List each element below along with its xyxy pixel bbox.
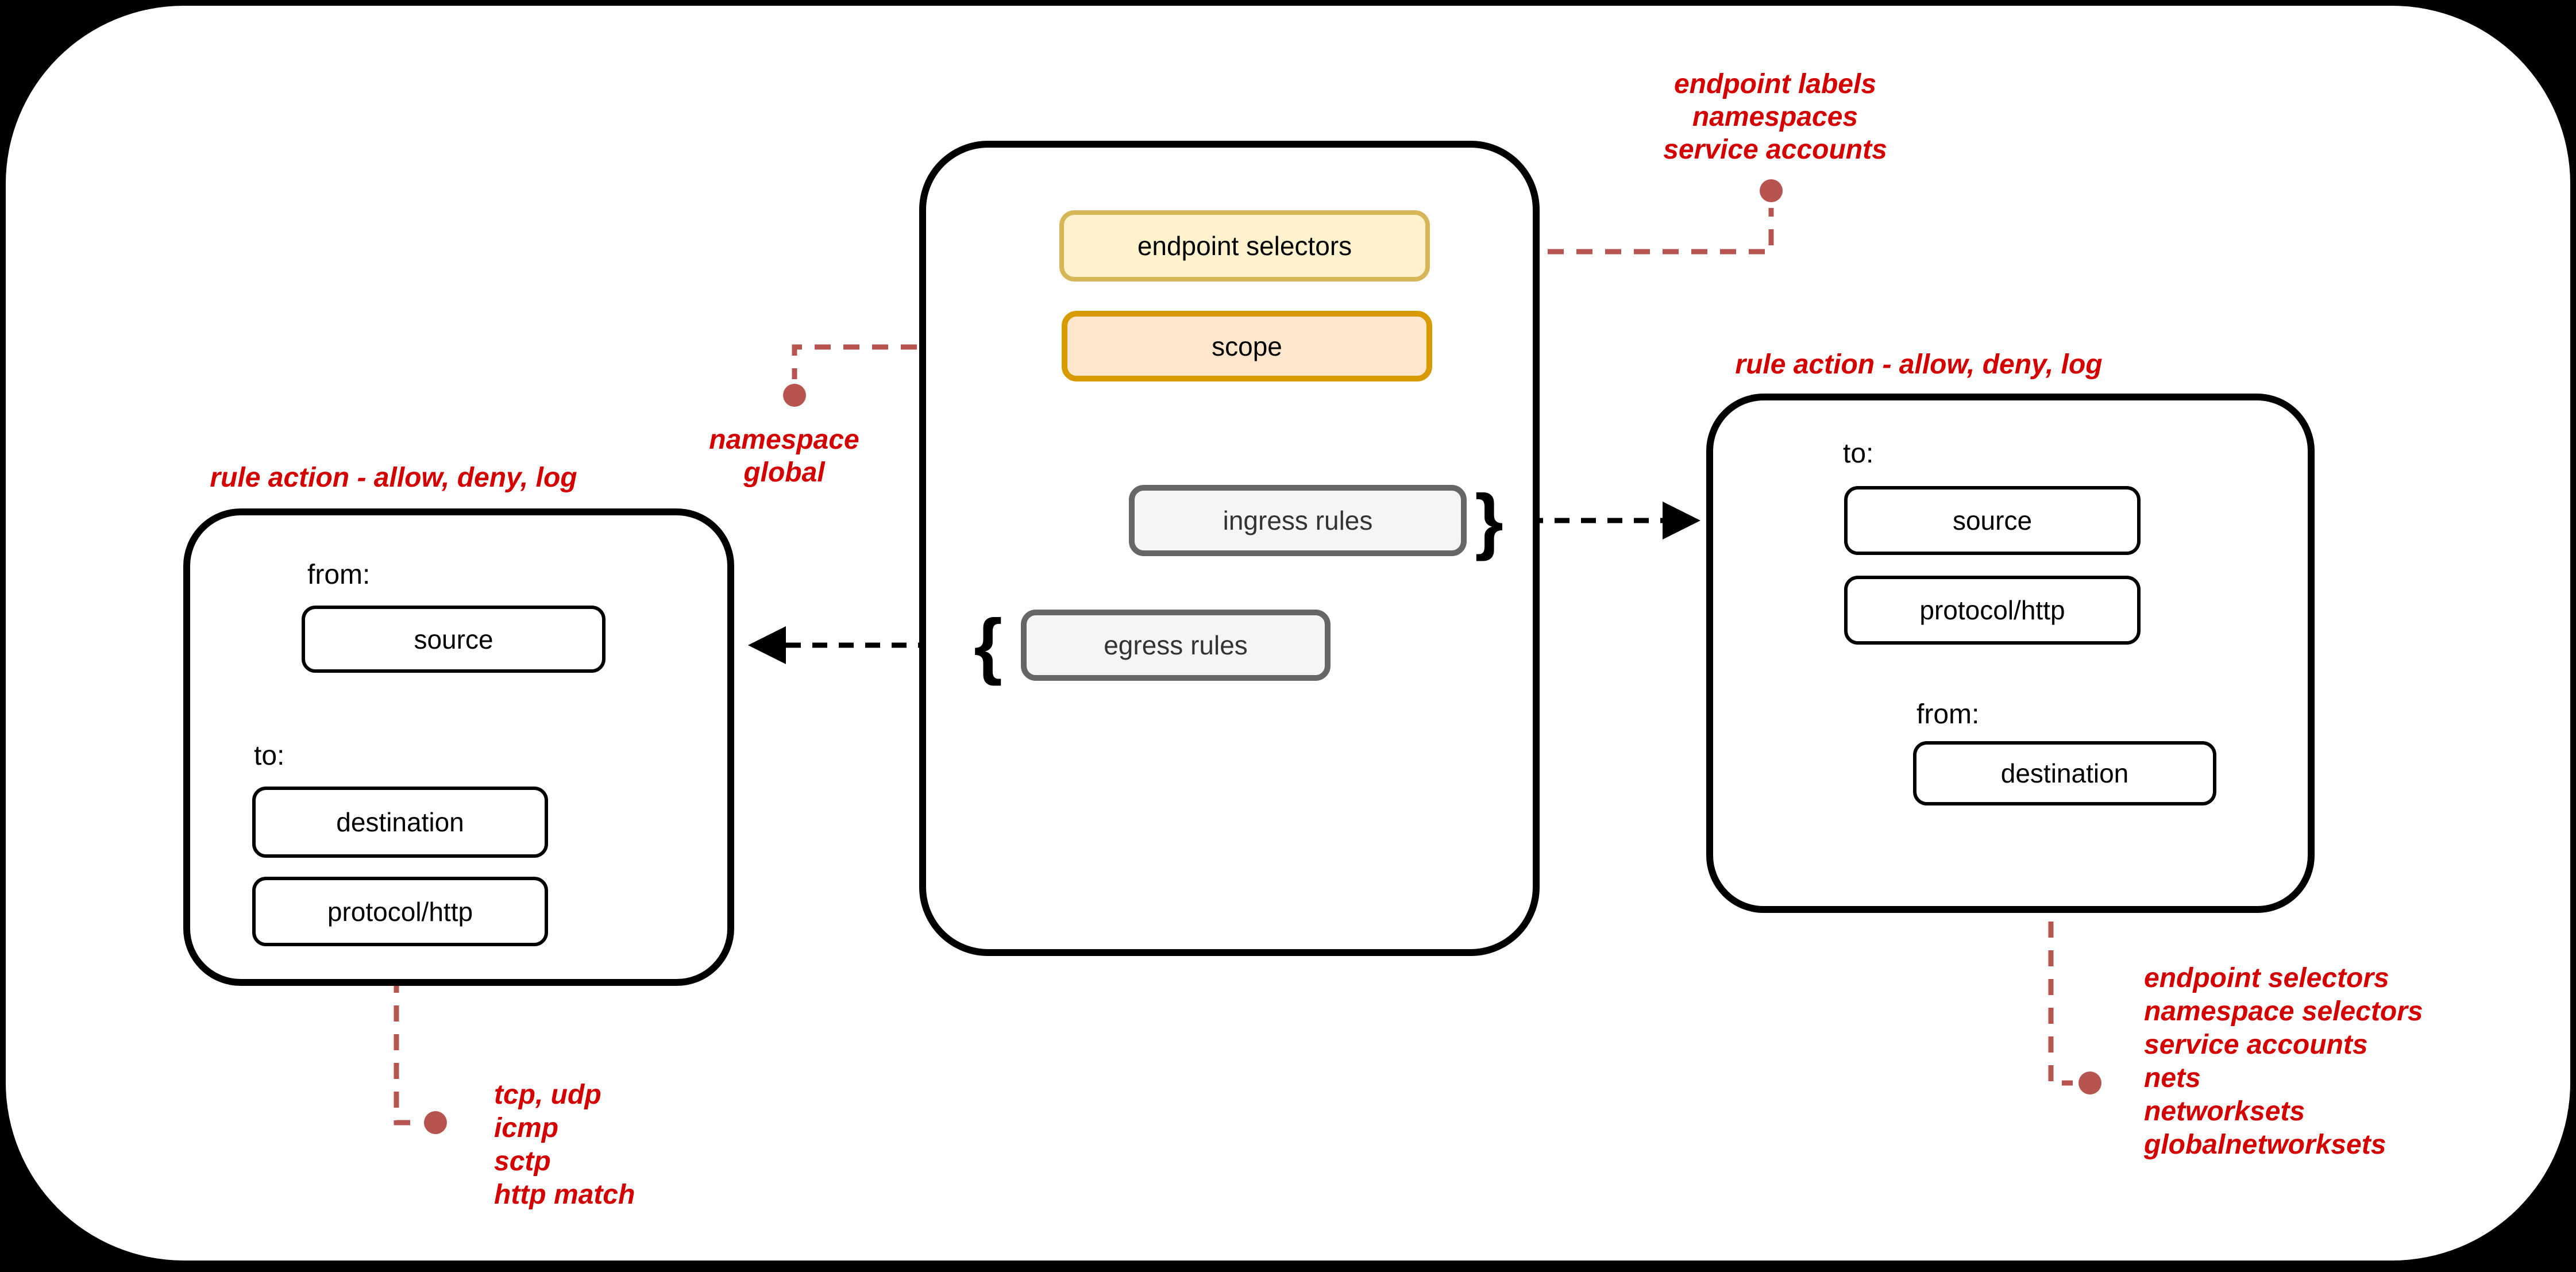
- egress-source-label: source: [414, 624, 493, 654]
- note-line: namespaces: [1692, 102, 1858, 132]
- scope-options-note: namespace global: [641, 423, 928, 489]
- ingress-to-label: to:: [1843, 438, 1874, 469]
- egress-protocol-box: protocol/http: [252, 877, 548, 946]
- ingress-source-box: source: [1844, 486, 2141, 555]
- peer-options-note: endpoint selectors namespace selectors s…: [2144, 962, 2423, 1162]
- rule-action-note-left: rule action - allow, deny, log: [210, 462, 577, 493]
- egress-brace: {: [974, 604, 1002, 687]
- note-line: globalnetworksets: [2144, 1130, 2386, 1160]
- ingress-protocol-box: protocol/http: [1844, 576, 2141, 645]
- network-policy-diagram: endpoint selectors scope ingress rules e…: [6, 6, 2570, 1261]
- egress-destination-box: destination: [252, 787, 548, 858]
- ingress-source-label: source: [1952, 506, 2033, 535]
- diagram-canvas: endpoint selectors scope ingress rules e…: [6, 6, 2570, 1261]
- note-line: nets: [2144, 1063, 2201, 1093]
- connector-dot: [424, 1111, 447, 1134]
- egress-rules-chip: egress rules: [1021, 610, 1331, 681]
- protocol-options-note: tcp, udp icmp sctp http match: [494, 1078, 635, 1212]
- endpoint-selectors-chip: endpoint selectors: [1059, 210, 1430, 282]
- endpoint-selector-options-note: endpoint labels namespaces service accou…: [1574, 68, 1976, 166]
- ingress-brace: }: [1475, 479, 1503, 562]
- egress-source-box: source: [302, 606, 606, 673]
- connector-dot: [1760, 179, 1783, 202]
- rule-action-note-right: rule action - allow, deny, log: [1735, 349, 2103, 380]
- egress-protocol-label: protocol/http: [327, 896, 473, 927]
- note-line: tcp, udp: [494, 1080, 601, 1110]
- note-line: icmp: [494, 1113, 559, 1143]
- egress-rules-label: egress rules: [1104, 630, 1248, 660]
- note-line: endpoint selectors: [2144, 963, 2389, 993]
- scope-label: scope: [1212, 331, 1282, 361]
- note-line: sctp: [494, 1146, 551, 1177]
- ingress-destination-box: destination: [1913, 741, 2216, 805]
- egress-from-label: from:: [307, 560, 371, 590]
- connector-dot: [783, 384, 806, 407]
- note-line: endpoint labels: [1673, 69, 1877, 99]
- note-line: service accounts: [1663, 134, 1887, 165]
- note-line: namespace: [709, 425, 859, 455]
- egress-to-label: to:: [254, 741, 285, 771]
- note-line: http match: [494, 1180, 635, 1210]
- note-line: namespace selectors: [2144, 996, 2423, 1027]
- note-line: networksets: [2144, 1096, 2305, 1127]
- scope-chip: scope: [1062, 311, 1432, 381]
- egress-destination-label: destination: [336, 807, 464, 837]
- ingress-destination-label: destination: [2000, 758, 2129, 788]
- endpoint-selectors-label: endpoint selectors: [1137, 231, 1352, 261]
- ingress-rules-chip: ingress rules: [1129, 485, 1467, 556]
- ingress-rules-label: ingress rules: [1223, 506, 1373, 535]
- ingress-arrow: [1528, 502, 1700, 539]
- note-line: service accounts: [2144, 1030, 2368, 1060]
- ingress-protocol-label: protocol/http: [1919, 595, 2065, 625]
- connector-dot: [2078, 1071, 2101, 1094]
- note-line: global: [743, 457, 825, 488]
- ingress-rule-box: [1706, 394, 2315, 913]
- ingress-from-label: from:: [1916, 699, 1980, 730]
